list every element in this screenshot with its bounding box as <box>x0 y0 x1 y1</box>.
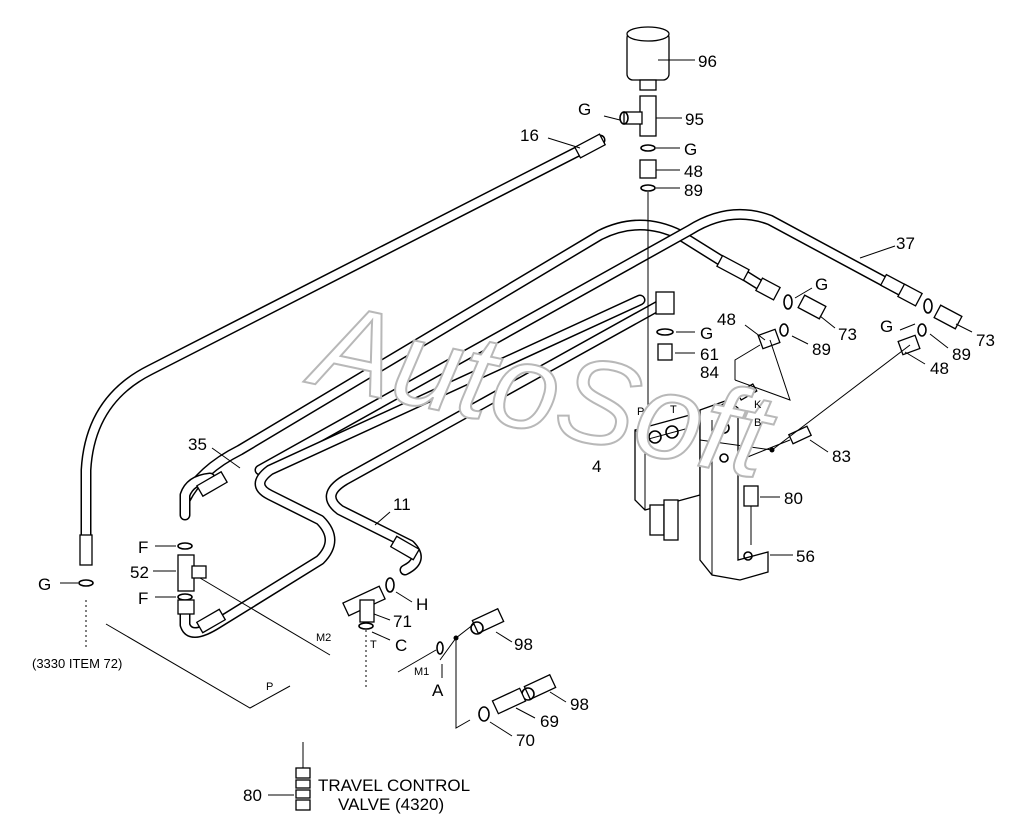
label-95: 95 <box>685 110 704 129</box>
leader-a-70 <box>455 638 471 729</box>
label-98-b: 98 <box>570 695 589 714</box>
o-ring-h <box>385 577 395 593</box>
switch-98-top <box>470 607 505 635</box>
label-48-a: 48 <box>684 162 703 181</box>
label-61: 61 <box>700 345 719 364</box>
label-80-b: 80 <box>243 786 262 805</box>
leader-p <box>105 623 291 709</box>
label-84: 84 <box>700 363 719 382</box>
leader-48b <box>734 344 761 380</box>
port-label-p-valve: P <box>637 406 644 418</box>
label-73-a: 73 <box>838 325 857 344</box>
bolt-80-bracket <box>743 485 759 545</box>
hose-end-16 <box>573 133 607 159</box>
label-c: C <box>395 636 407 655</box>
elbow-73-left <box>755 277 827 350</box>
o-ring-g-left <box>78 579 94 587</box>
label-98-a: 98 <box>514 635 533 654</box>
label-48-c: 48 <box>930 359 949 378</box>
note-travel-control-line1: TRAVEL CONTROL <box>318 776 470 795</box>
hose-end-16-bottom <box>79 534 93 566</box>
hose-end-35b <box>195 608 227 634</box>
tee-71 <box>342 585 386 623</box>
label-leaders <box>60 59 973 796</box>
label-g-4: G <box>880 317 893 336</box>
fitting-under-52 <box>177 599 195 615</box>
label-56: 56 <box>796 547 815 566</box>
label-70: 70 <box>516 731 535 750</box>
hose-end-37a <box>716 254 750 282</box>
valve-block-4 <box>634 414 701 541</box>
note-travel-control-line2: VALVE (4320) <box>338 795 444 814</box>
switch-98-bottom <box>521 673 557 701</box>
filter-96 <box>626 26 670 91</box>
label-g-6: G <box>38 575 51 594</box>
label-89-b: 89 <box>812 340 831 359</box>
label-35: 35 <box>188 435 207 454</box>
label-h: H <box>416 595 428 614</box>
o-ring-g-top <box>640 144 656 152</box>
tee-fitting-95 <box>619 95 657 137</box>
label-73-b: 73 <box>976 331 995 350</box>
label-37: 37 <box>896 234 915 253</box>
port-label-t-lower: T <box>370 639 377 651</box>
leader-k <box>734 339 791 401</box>
leader-m2 <box>199 577 331 656</box>
washer-70 <box>478 706 490 722</box>
tee-52 <box>177 554 207 592</box>
label-69: 69 <box>540 712 559 731</box>
label-89-c: 89 <box>952 345 971 364</box>
leader-a-98 <box>439 623 475 661</box>
label-48-b: 48 <box>717 310 736 329</box>
note-3330-item-72: (3330 ITEM 72) <box>32 656 122 671</box>
label-g-1: G <box>578 100 591 119</box>
port-label-k: K <box>754 399 762 411</box>
junction-dot-b <box>769 447 775 453</box>
label-89-a: 89 <box>684 181 703 200</box>
fitting-near-61 <box>655 291 675 315</box>
pipe-11 <box>325 299 666 576</box>
adapter-69 <box>491 687 527 715</box>
label-96: 96 <box>698 52 717 71</box>
label-a: A <box>432 681 444 700</box>
o-ring-a <box>436 641 444 655</box>
label-80-a: 80 <box>784 489 803 508</box>
label-f-2: F <box>138 589 148 608</box>
port-label-m1: M1 <box>414 666 429 678</box>
hose-16 <box>80 134 606 546</box>
adapter-48-top <box>639 159 657 179</box>
port-label-b: B <box>754 417 761 429</box>
label-g-2: G <box>684 140 697 159</box>
bolt-80-bottom <box>295 742 311 811</box>
hose-end-35 <box>195 470 229 498</box>
bracket-56 <box>699 399 769 581</box>
port-label-t-valve: T <box>670 404 677 416</box>
label-11: 11 <box>393 495 411 514</box>
pipe-35-upper-branch <box>179 472 216 521</box>
adapter-61 <box>657 343 673 361</box>
label-71: 71 <box>393 612 412 631</box>
o-ring-f-bottom <box>177 593 193 601</box>
o-ring-g-61 <box>656 328 674 336</box>
hose-end-11 <box>389 535 421 561</box>
leader-m1 <box>397 649 437 673</box>
o-ring-f-top <box>177 542 193 550</box>
o-ring-c <box>358 622 374 630</box>
label-f-1: F <box>138 538 148 557</box>
label-g-5: G <box>700 324 713 343</box>
label-16: 16 <box>520 126 539 145</box>
port-label-m2: M2 <box>316 632 331 644</box>
label-4: 4 <box>592 457 601 476</box>
label-52: 52 <box>130 563 149 582</box>
label-83: 83 <box>832 447 851 466</box>
label-g-3: G <box>815 275 828 294</box>
pipe-35 <box>179 294 646 638</box>
o-ring-89-top <box>640 184 656 192</box>
port-label-p-lower: P <box>266 681 273 693</box>
